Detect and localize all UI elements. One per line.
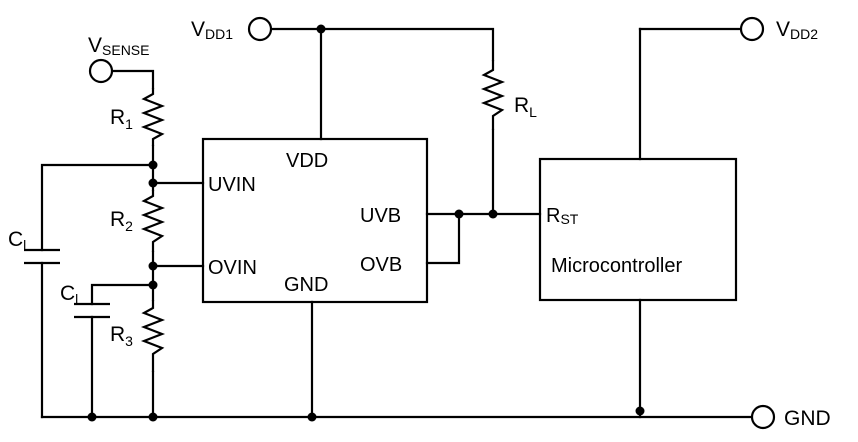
junction-dot [148,261,158,271]
resistor-r3 [140,300,166,372]
label-rl: RL [514,94,537,120]
label-gnd: GND [784,407,831,430]
junction-dot [148,412,158,422]
pin-label-vdd: VDD [286,150,328,172]
junctions [87,24,645,422]
junction-dot [148,160,158,170]
junction-dot [454,209,464,219]
pin-label-gnd: GND [284,274,328,296]
terminal-vdd2 [739,16,765,42]
junction-dot [148,280,158,290]
wires [40,27,754,419]
junction-dot [635,406,645,416]
pin-label-ovb: OVB [360,254,402,276]
label-r2: R2 [110,208,133,234]
resistor-rl [480,60,506,130]
wire-cl-left-top [40,163,155,252]
wire-vdd1-rail [269,27,495,62]
label-vdd1: VDD1 [191,18,233,42]
resistor-r1 [140,88,166,146]
junction-dot [148,178,158,188]
label-r1: R1 [110,106,133,132]
pin-label-rst: RST [546,205,579,227]
monitor-ic-box [201,137,429,304]
resistor-r2 [140,190,166,252]
label-cl-inner: Cl [60,282,78,307]
pin-label-uvin: UVIN [208,174,256,196]
terminal-gnd [750,404,776,430]
microcontroller-box [538,157,738,302]
label-cl-left: Cl [8,228,26,253]
wire-ovb [425,212,461,265]
junction-dot [488,209,498,219]
junction-dot [87,412,97,422]
junction-dot [307,412,317,422]
junction-dot [316,24,326,34]
wire-cl-inner-top [90,283,155,306]
label-vsense: VSENSE [88,34,149,58]
label-r3: R3 [110,323,133,349]
capacitor-cl-inner [74,302,110,319]
label-vdd2: VDD2 [776,18,818,42]
pin-label-uvb: UVB [360,205,401,227]
terminal-vsense [88,58,114,84]
terminal-vdd1 [247,16,273,42]
wire-vsense [111,69,155,90]
capacitor-cl-left [24,248,60,265]
microcontroller-label: Microcontroller [551,255,682,277]
pin-label-ovin: OVIN [208,257,257,279]
